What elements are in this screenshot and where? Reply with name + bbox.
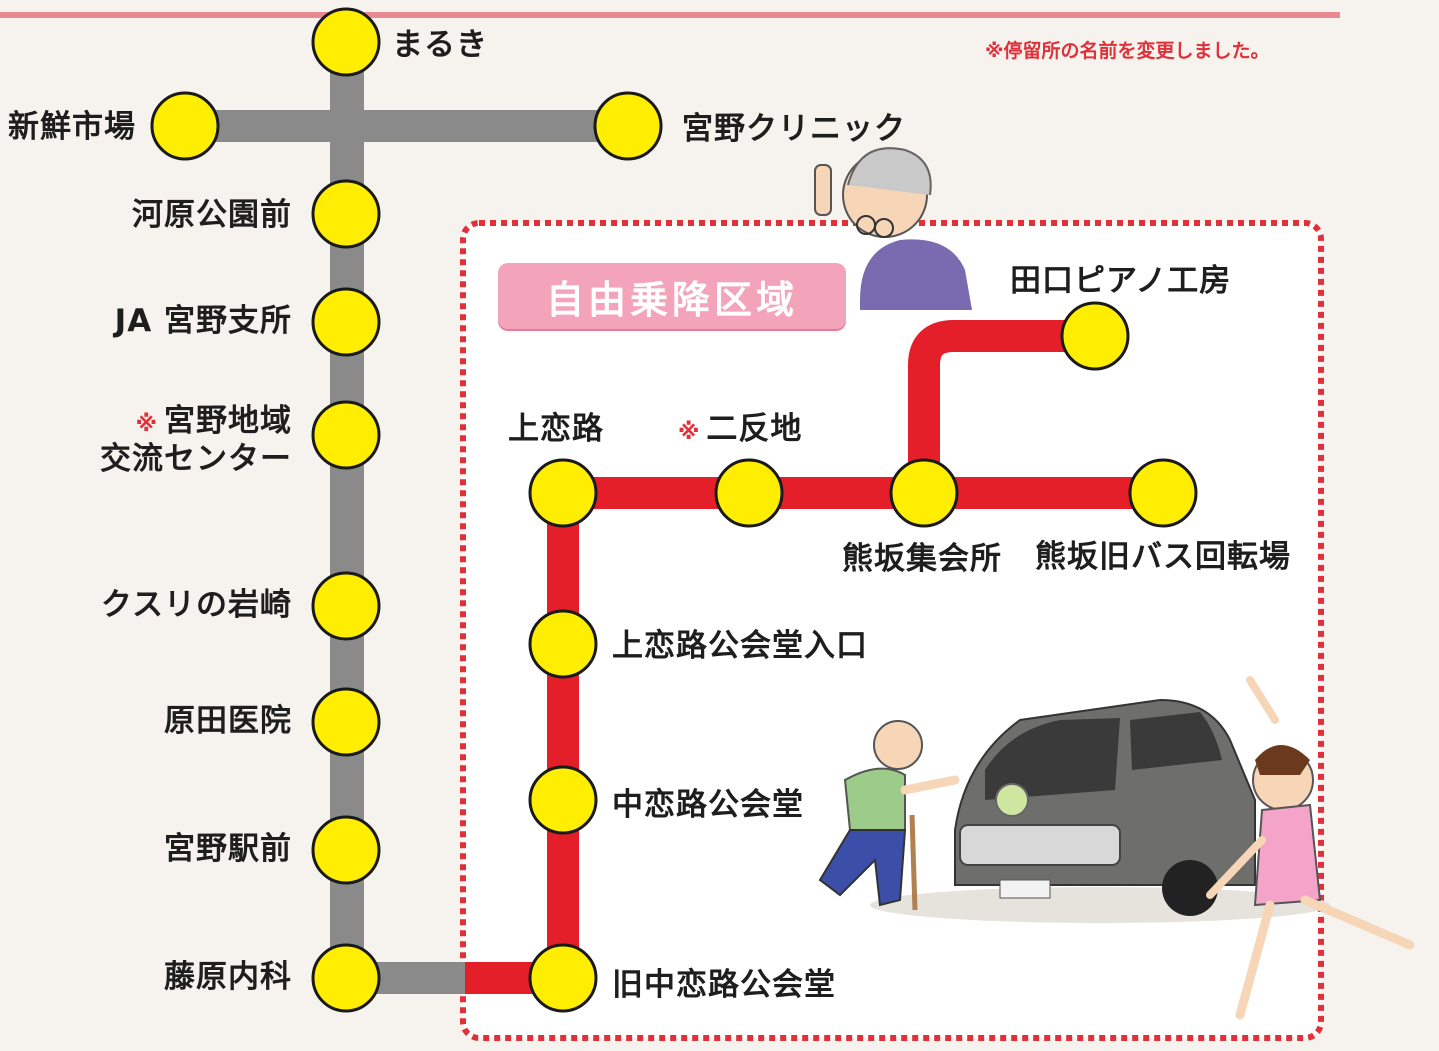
stop-shinsen-ichiba[interactable] xyxy=(150,91,220,161)
stop-kusuri-iwasaki[interactable] xyxy=(311,571,381,641)
stop-harada-iin[interactable] xyxy=(311,687,381,757)
label-taguchi-piano: 田口ピアノ工房 xyxy=(1010,263,1232,299)
stop-kamikoiji-iriguchi[interactable] xyxy=(528,609,598,679)
grandmother-illustration xyxy=(814,147,972,310)
label-kamikoiji: 上恋路 xyxy=(508,411,604,447)
stop-nitanji[interactable] xyxy=(714,458,784,528)
label-shinsen-ichiba: 新鮮市場 xyxy=(8,109,136,145)
label-fujiwara-naika: 藤原内科 xyxy=(164,959,292,995)
label-kumasaka-shukaijo: 熊坂集会所 xyxy=(842,541,1002,577)
stop-taguchi-piano[interactable] xyxy=(1060,301,1130,371)
label-nitanji-text: 二反地 xyxy=(706,411,803,447)
stop-ja-miyano[interactable] xyxy=(311,287,381,357)
stop-nakakoiji[interactable] xyxy=(528,765,598,835)
label-miyano-ekimae: 宮野駅前 xyxy=(164,831,292,867)
red-route-stops xyxy=(528,301,1198,1013)
label-miyano-chiiki-1: ※宮野地域 xyxy=(0,402,292,444)
stop-maruki[interactable] xyxy=(311,7,381,77)
label-kamikoiji-iriguchi: 上恋路公会堂入口 xyxy=(612,628,868,664)
van-illustration xyxy=(870,698,1330,923)
stop-miyano-chiiki-center[interactable] xyxy=(311,400,381,470)
girl-illustration xyxy=(1206,676,1415,1020)
rename-notice: ※停留所の名前を変更しました。 xyxy=(985,40,1270,62)
label-kawara-koen-mae: 河原公園前 xyxy=(132,197,292,233)
label-kusuri-iwasaki: クスリの岩崎 xyxy=(100,587,292,623)
free-boarding-zone-badge: 自由乗降区域 xyxy=(498,263,846,329)
label-kyu-nakakoiji: 旧中恋路公会堂 xyxy=(612,967,836,1003)
stop-kyu-nakakoiji[interactable] xyxy=(528,943,598,1013)
label-miyano-chiiki-2: 交流センター xyxy=(100,441,292,477)
stop-kawara-koen-mae[interactable] xyxy=(311,179,381,249)
rename-mark: ※ xyxy=(678,420,701,445)
rename-mark: ※ xyxy=(135,412,158,437)
label-miyano-chiiki-text: 宮野地域 xyxy=(164,403,292,439)
header-line xyxy=(0,12,1340,18)
stop-miyano-ekimae[interactable] xyxy=(311,815,381,885)
stop-kumasaka-bus[interactable] xyxy=(1128,458,1198,528)
stop-kumasaka-shukaijo[interactable] xyxy=(889,458,959,528)
elderly-man-illustration xyxy=(818,720,960,911)
stop-fujiwara-naika[interactable] xyxy=(311,943,381,1013)
label-harada-iin: 原田医院 xyxy=(164,703,292,739)
label-nitanji: ※二反地 xyxy=(678,410,802,452)
stop-miyano-clinic[interactable] xyxy=(593,91,663,161)
label-maruki: まるき xyxy=(392,27,488,63)
label-nakakoiji: 中恋路公会堂 xyxy=(612,787,804,823)
stop-kamikoiji[interactable] xyxy=(528,458,598,528)
label-ja-miyano: JA 宮野支所 xyxy=(114,303,292,339)
gray-route-stops xyxy=(150,7,663,1013)
label-miyano-clinic: 宮野クリニック xyxy=(682,111,906,147)
label-kumasaka-bus: 熊坂旧バス回転場 xyxy=(1035,539,1291,575)
